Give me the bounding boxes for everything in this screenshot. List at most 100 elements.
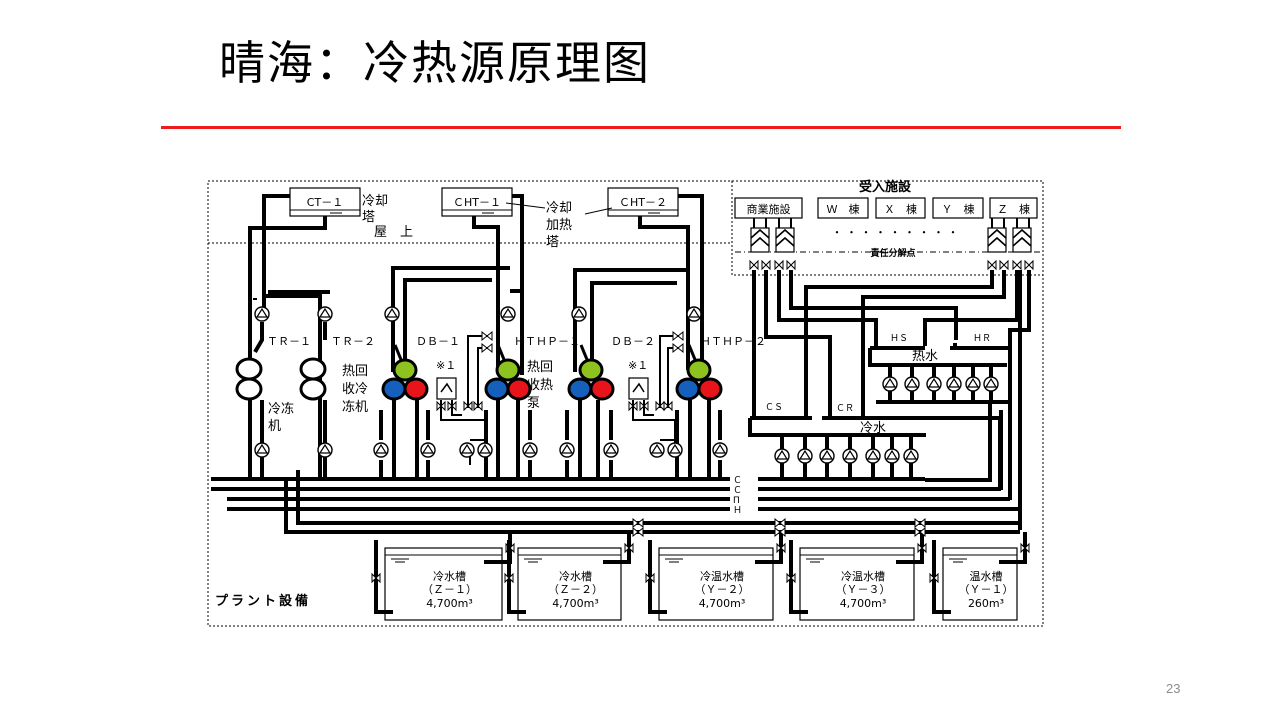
building-box: Ｘ 棟	[875, 197, 926, 219]
return-valve	[914, 518, 926, 528]
building-heat-exchangers	[749, 218, 1034, 270]
unit-left-blue	[675, 377, 701, 401]
cht-note-2: 加热	[546, 218, 572, 233]
tank-code: （Ｚ－１）	[422, 583, 477, 596]
storage-tank: 温水槽（Ｙ－１）260m³	[929, 532, 1030, 621]
building-box: Ｗ 棟	[817, 197, 869, 219]
building-label: Ｙ 棟	[942, 202, 975, 216]
tank-name: 冷温水槽	[841, 570, 885, 583]
hr-heatpump-note-1: 热回	[527, 360, 553, 375]
tower-cht-1: ＣHT－１	[441, 187, 513, 217]
machine-label-db-2: ＤＢ－２	[611, 335, 655, 348]
unit-db-2	[567, 344, 615, 401]
building-box: Ｚ 棟	[989, 197, 1038, 219]
tank-name: 冷水槽	[433, 570, 466, 583]
chiller-tr-2: ＴＲ－２	[299, 322, 375, 480]
chiller-tr-1: ＴＲ－１	[235, 322, 311, 480]
storage-tank: 冷水槽（Ｚ－１）4,700m³	[371, 532, 515, 621]
unit-hthp-1	[484, 344, 532, 401]
hs-label: ＨＳ	[890, 334, 908, 344]
tower-label: ＣHT－１	[453, 196, 501, 209]
tank-volume: 4,700m³	[426, 597, 473, 610]
cs-label: ＣＳ	[765, 403, 783, 413]
tower-ct-1: CT－１	[289, 187, 361, 217]
tank-name: 温水槽	[970, 570, 1003, 583]
cooling-tower-note-2: 塔	[362, 210, 375, 225]
plant-equipment-label: プラント設備	[215, 593, 311, 609]
machine-label: ＴＲ－２	[331, 335, 375, 348]
tank-code: （Ｚ－２）	[548, 583, 603, 596]
tank-code: （Ｙ－３）	[836, 583, 891, 596]
cht-note-1: 冷却	[546, 201, 572, 216]
building-box: 商業施設	[734, 197, 803, 219]
unit-db-1	[381, 344, 429, 401]
chiller-note-2: 机	[268, 419, 281, 434]
note-mark: ※１	[436, 359, 456, 372]
tower-piping	[248, 194, 704, 480]
unit-left-blue	[484, 377, 510, 401]
tank-code: （Ｙ－１）	[959, 583, 1014, 596]
machine-label: ＴＲ－１	[267, 335, 311, 348]
bus-label-c1: Ｃ	[733, 476, 742, 486]
page-number: 23	[1166, 681, 1181, 696]
leader-line	[505, 202, 546, 209]
note-mark: ※１	[628, 359, 648, 372]
cr-label: ＣＲ	[836, 404, 854, 414]
unit-top-green	[392, 358, 418, 382]
building-label: Ｘ 棟	[884, 202, 917, 216]
slide-title: 晴海：冷热源原理图	[219, 36, 651, 90]
cht-note-3: 塔	[546, 235, 559, 250]
tank-code: （Ｙ－２）	[695, 583, 750, 596]
storage-tank: 冷温水槽（Ｙ－３）4,700m³	[786, 532, 927, 621]
unit-hthp-2	[675, 344, 723, 401]
unit-right-red	[506, 377, 532, 401]
tank-volume: 4,700m³	[840, 597, 887, 610]
unit-top-green	[686, 358, 712, 382]
tank-volume: 4,700m³	[699, 597, 746, 610]
return-valve	[774, 518, 786, 528]
tower-label: ＣHT－２	[619, 196, 667, 209]
machine-label-hthp-2: ＨＴＨＰ－２	[700, 335, 766, 348]
pumps-upper-row	[254, 306, 702, 322]
cold-water-header	[748, 416, 1002, 490]
unit-right-red	[589, 377, 615, 401]
pumps-lower-row	[254, 442, 728, 458]
storage-tank: 冷水槽（Ｚ－２）4,700m³	[504, 532, 634, 621]
chiller-note-1: 冷冻	[268, 401, 294, 417]
building-label: 商業施設	[747, 202, 791, 216]
plant-frame	[207, 180, 1044, 627]
building-label: Ｚ 棟	[997, 202, 1030, 216]
leader-line	[584, 207, 613, 215]
bus-label-p: П	[733, 496, 740, 506]
building-box: Ｙ 棟	[932, 197, 984, 219]
storage-tanks: 冷水槽（Ｚ－１）4,700m³冷水槽（Ｚ－２）4,700m³冷温水槽（Ｙ－２）4…	[371, 518, 1030, 621]
hr-heatpump-note-2: 收热	[527, 378, 553, 393]
unit-left-blue	[381, 377, 407, 401]
hot-water-header	[868, 346, 1010, 404]
unit-top-green	[578, 358, 604, 382]
cold-water-label: 冷水	[860, 421, 886, 436]
distribution-piping	[752, 270, 1031, 530]
hr-label: ＨＲ	[973, 334, 991, 344]
hr-chiller-note-2: 收冷	[342, 382, 368, 397]
unit-top-green	[495, 358, 521, 382]
return-valve	[632, 518, 644, 528]
tank-volume: 260m³	[968, 597, 1004, 610]
cooling-tower-note-1: 冷却	[362, 194, 388, 209]
unit-left-blue	[567, 377, 593, 401]
tank-name: 冷温水槽	[700, 570, 744, 583]
building-list: 商業施設 Ｗ 棟 Ｘ 棟 Ｙ 棟 Ｚ 棟	[734, 197, 1038, 219]
bus-label-h: Ｈ	[733, 506, 742, 516]
receiving-facility-frame	[731, 180, 1044, 276]
tank-volume: 4,700m³	[552, 597, 599, 610]
unit-right-red	[697, 377, 723, 401]
hot-water-label: 热水	[912, 349, 938, 364]
main-headers	[211, 470, 1020, 534]
tower-cht-2: ＣHT－２	[607, 187, 679, 217]
storage-tank: 冷温水槽（Ｙ－２）4,700m³	[645, 532, 786, 621]
hthp-2-bypass	[628, 331, 684, 445]
ellipsis: ・ ・ ・ ・ ・ ・ ・ ・ ・	[832, 226, 959, 239]
responsibility-boundary-label: 責任分解点	[870, 247, 915, 259]
hr-heatpump-note-3: 泵	[527, 396, 540, 411]
